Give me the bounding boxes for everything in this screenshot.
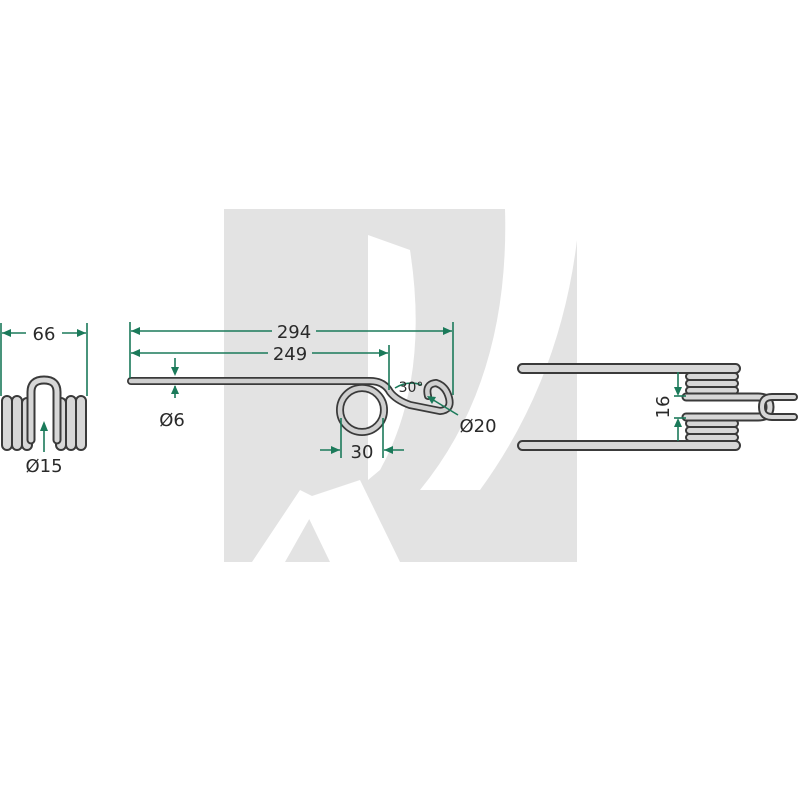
clamp-bow bbox=[681, 392, 775, 422]
coil-stack-bottom bbox=[685, 419, 739, 442]
watermark-logo bbox=[224, 209, 577, 562]
dimension-dia6: Ø6 bbox=[159, 358, 185, 431]
coil-stack-top bbox=[685, 372, 739, 395]
dimension-dia20: Ø20 bbox=[427, 396, 497, 437]
dim-dia15-label: Ø15 bbox=[25, 456, 62, 477]
side-view: 294 249 Ø6 30° Ø20 bbox=[127, 322, 497, 463]
dim-66-label: 66 bbox=[33, 324, 56, 345]
dim-30-label: 30 bbox=[351, 442, 374, 463]
dimension-dia15: Ø15 bbox=[25, 421, 63, 477]
tine-arm-bottom bbox=[517, 440, 741, 451]
top-view: 16 bbox=[517, 363, 798, 451]
dimension-249: 249 bbox=[131, 344, 390, 390]
dimension-294: 294 bbox=[129, 322, 454, 395]
dim-dia20-label: Ø20 bbox=[459, 416, 496, 437]
dim-16-label: 16 bbox=[653, 396, 674, 419]
dimension-66: 66 bbox=[0, 323, 88, 396]
end-view: 66 Ø15 bbox=[0, 323, 88, 477]
dim-294-label: 294 bbox=[277, 322, 311, 343]
dim-dia6-label: Ø6 bbox=[159, 410, 185, 431]
tine-arm-top bbox=[517, 363, 741, 374]
dim-249-label: 249 bbox=[273, 344, 307, 365]
dimension-30: 30 bbox=[320, 418, 404, 463]
angle-label: 30° bbox=[399, 380, 424, 396]
dimension-30-angle: 30° bbox=[394, 380, 424, 396]
dimension-16: 16 bbox=[653, 372, 686, 441]
